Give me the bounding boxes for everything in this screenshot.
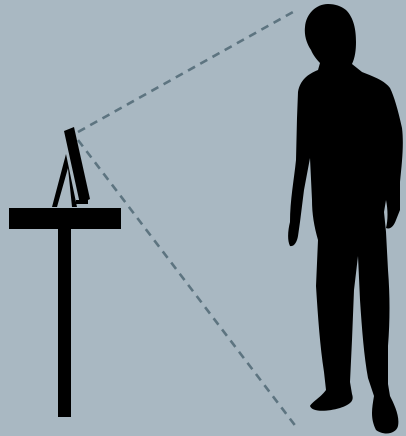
monitor-base — [76, 200, 88, 204]
table-top — [9, 208, 121, 229]
table-leg — [58, 229, 71, 417]
